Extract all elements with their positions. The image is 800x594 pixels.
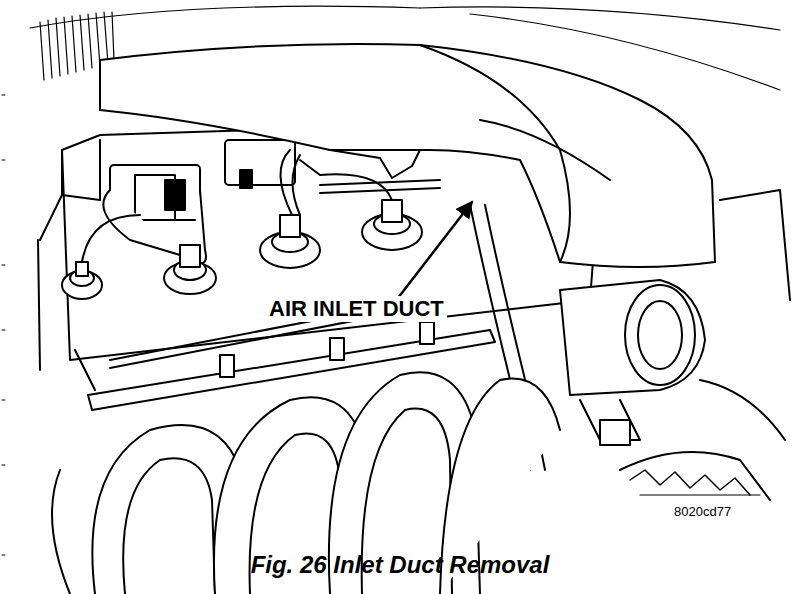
throttle-body [560, 280, 705, 445]
ignition-wires [82, 150, 440, 262]
right-components [620, 190, 790, 500]
figure-caption: Fig. 26 Inlet Duct Removal [0, 551, 800, 579]
part-label: AIR INLET DUCT [266, 296, 447, 322]
margin-ticks [2, 95, 5, 555]
leader-arrow [398, 202, 472, 298]
spark-plug-boots [62, 200, 422, 299]
air-inlet-duct [100, 44, 715, 267]
figure-code: 8020cd77 [672, 504, 733, 519]
